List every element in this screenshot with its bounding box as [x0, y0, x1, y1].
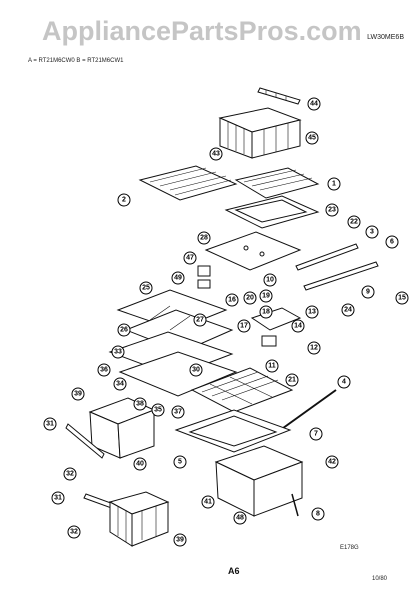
callout-41: 41 [204, 499, 212, 506]
callout-36: 36 [100, 367, 108, 374]
hinge-parts [197, 265, 211, 289]
callout-39-upper: 39 [74, 391, 82, 398]
basket-45 [218, 107, 302, 159]
wire-shelf-2 [138, 165, 238, 201]
callout-40: 40 [136, 461, 144, 468]
header-model-code: LW30ME6B [367, 34, 404, 41]
basket-39 [108, 491, 170, 547]
callout-33: 33 [114, 349, 122, 356]
model-legend: A = RT21M6CW0 B = RT21M6CW1 [28, 58, 124, 64]
callout-10: 10 [266, 277, 274, 284]
watermark: AppliancePartsPros.com [42, 16, 362, 46]
callout-1: 1 [332, 181, 336, 188]
callout-15: 15 [398, 295, 406, 302]
callout-21: 21 [288, 377, 296, 384]
callout-38: 38 [136, 401, 144, 408]
callout-25: 25 [142, 285, 150, 292]
callout-26: 26 [120, 327, 128, 334]
callout-27: 27 [196, 317, 204, 324]
page-number: A6 [228, 566, 240, 576]
callout-22: 22 [350, 219, 358, 226]
callout-19: 19 [262, 293, 270, 300]
callout-12: 12 [310, 345, 318, 352]
callout-23: 23 [328, 207, 336, 214]
lattice-21 [190, 367, 294, 413]
callout-24: 24 [344, 307, 352, 314]
callout-39: 39 [176, 537, 184, 544]
callout-6: 6 [390, 239, 394, 246]
rail-44 [257, 87, 301, 105]
callout-32: 32 [66, 471, 74, 478]
slide-rails [295, 243, 379, 291]
callout-7: 7 [314, 431, 318, 438]
callout-11: 11 [268, 363, 276, 370]
callout-20: 20 [246, 295, 254, 302]
callout-31-lower: 31 [54, 495, 62, 502]
callout-48: 48 [236, 515, 244, 522]
callout-45: 45 [308, 135, 316, 142]
callout-18: 18 [262, 309, 270, 316]
shelf-frame-23 [224, 195, 320, 229]
callout-47: 47 [186, 255, 194, 262]
callout-17: 17 [240, 323, 248, 330]
callout-31: 31 [46, 421, 54, 428]
crisper-frame [174, 409, 292, 453]
control-bracket [250, 307, 302, 347]
callout-30: 30 [192, 367, 200, 374]
date-code: 10/80 [372, 576, 388, 582]
callout-43: 43 [212, 151, 220, 158]
callout-4: 4 [342, 379, 346, 386]
callout-35: 35 [154, 407, 162, 414]
callout-3: 3 [370, 229, 374, 236]
crisper-cover [108, 331, 238, 397]
callout-5: 5 [178, 459, 182, 466]
callout-13: 13 [308, 309, 316, 316]
callout-44: 44 [310, 101, 318, 108]
wire-shelf-1 [234, 167, 320, 199]
callout-32-lower: 32 [70, 529, 78, 536]
callout-labels: 44 45 43 2 1 23 22 3 6 28 47 49 10 19 15… [43, 97, 409, 547]
callout-8: 8 [316, 511, 320, 518]
callout-37: 37 [174, 409, 182, 416]
figure-id: E178G [340, 545, 359, 551]
callout-28: 28 [200, 235, 208, 242]
callout-2: 2 [122, 197, 126, 204]
screw-8 [291, 493, 299, 517]
cover-plate-28 [204, 231, 302, 271]
callout-49: 49 [174, 275, 182, 282]
callout-34: 34 [116, 381, 124, 388]
callout-42: 42 [328, 459, 336, 466]
callout-14: 14 [294, 323, 302, 330]
drawer-right [214, 445, 304, 517]
callout-16: 16 [228, 297, 236, 304]
callout-9: 9 [366, 289, 370, 296]
